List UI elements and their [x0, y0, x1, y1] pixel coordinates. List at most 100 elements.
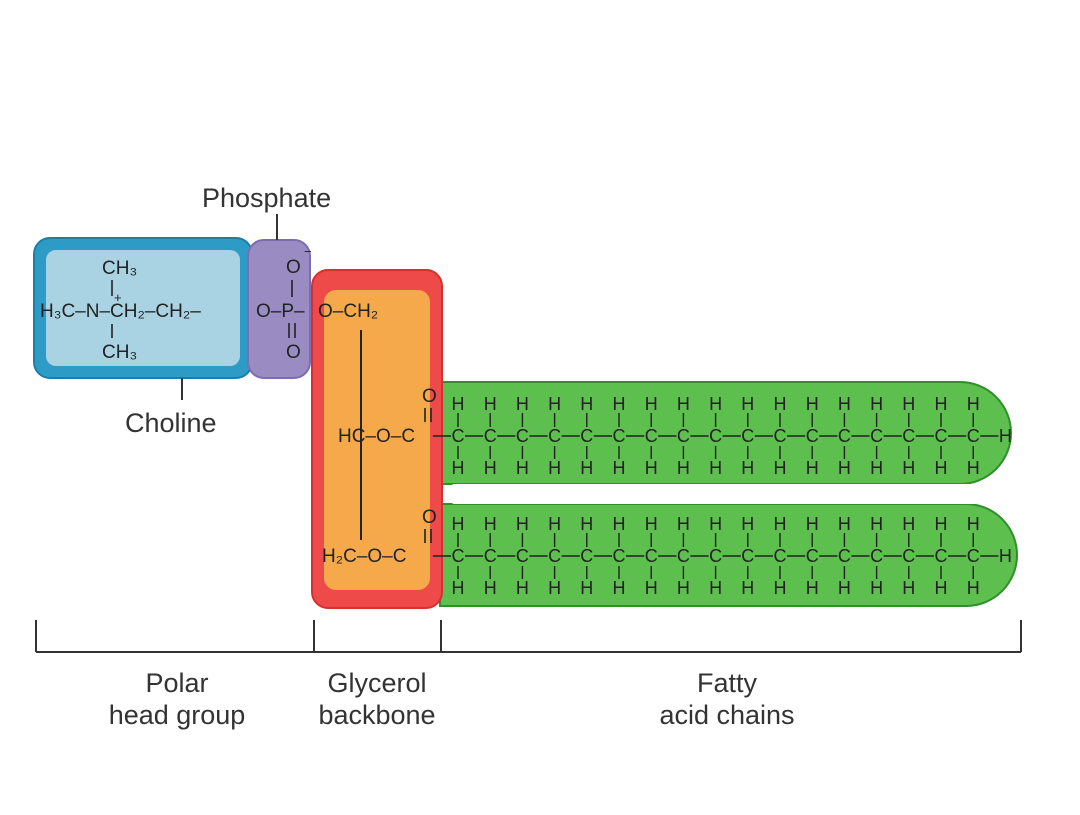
- chain-carbon: C: [452, 546, 465, 566]
- region-glycerol-line1: Glycerol: [327, 668, 426, 698]
- region-fatty-line2: acid chains: [659, 700, 794, 730]
- glycerol-mid-row: HC–O–C: [338, 426, 415, 447]
- choline-inner: [46, 250, 240, 366]
- chain-carbon: C: [548, 546, 561, 566]
- glycerol-top-row: O–CH₂: [318, 301, 378, 322]
- chain-hydrogen: H: [902, 514, 915, 534]
- chain-carbon: C: [677, 546, 690, 566]
- chain-hydrogen: H: [967, 578, 980, 598]
- chain-hydrogen: H: [452, 514, 465, 534]
- chain-hydrogen: H: [548, 578, 561, 598]
- chain-carbon: C: [548, 426, 561, 446]
- chain-hydrogen: H: [838, 458, 851, 478]
- chain-hydrogen: H: [548, 458, 561, 478]
- chain-carbon: C: [677, 426, 690, 446]
- region-polar-line1: Polar: [145, 668, 208, 698]
- chain-hydrogen: H: [516, 578, 529, 598]
- chain-hydrogen: H: [484, 514, 497, 534]
- chain-carbon: C: [935, 546, 948, 566]
- chain-hydrogen: H: [870, 578, 883, 598]
- chain-hydrogen: H: [935, 578, 948, 598]
- chain-carbon: C: [902, 426, 915, 446]
- chain-hydrogen: H: [935, 458, 948, 478]
- chain-hydrogen: H: [613, 458, 626, 478]
- chain-hydrogen: H: [580, 578, 593, 598]
- phosphate-charge: −: [304, 244, 312, 259]
- chain-carbon: C: [484, 546, 497, 566]
- chain-hydrogen: H: [806, 394, 819, 414]
- chain-hydrogen: H: [967, 458, 980, 478]
- region-fatty-line1: Fatty: [697, 668, 758, 698]
- chain-hydrogen: H: [613, 394, 626, 414]
- chain-hydrogen: H: [677, 514, 690, 534]
- chain-hydrogen: H: [452, 458, 465, 478]
- chain-carbon: C: [580, 426, 593, 446]
- ester-o-top: O: [422, 386, 437, 407]
- chain-hydrogen: H: [677, 394, 690, 414]
- chain-carbon: C: [709, 546, 722, 566]
- chain-carbon: C: [741, 546, 754, 566]
- phosphate-top-o: O: [286, 257, 301, 278]
- chain-hydrogen: H: [452, 578, 465, 598]
- choline-top-ch3: CH₃: [102, 258, 137, 279]
- chain-carbon: C: [870, 426, 883, 446]
- choline-main-row: H₃C–N–CH₂–CH₂–: [40, 301, 201, 322]
- glycerol-bottom-row: H₂C–O–C: [322, 546, 406, 567]
- chain-carbon: C: [806, 426, 819, 446]
- chain-hydrogen: H: [548, 514, 561, 534]
- chain-hydrogen: H: [613, 578, 626, 598]
- chain-hydrogen: H: [806, 458, 819, 478]
- chain-carbon: C: [902, 546, 915, 566]
- chain-hydrogen: H: [613, 514, 626, 534]
- chain-hydrogen: H: [677, 578, 690, 598]
- chain-gap: [455, 484, 995, 504]
- chain-hydrogen: H: [806, 578, 819, 598]
- chain-hydrogen: H: [741, 458, 754, 478]
- choline-bottom-ch3: CH₃: [102, 342, 137, 363]
- chain-hydrogen: H: [774, 578, 787, 598]
- region-glycerol-line2: backbone: [318, 700, 435, 730]
- fatty-acid-chain-bottom: [439, 503, 1018, 607]
- chain-carbon: C: [870, 546, 883, 566]
- chain-hydrogen: H: [645, 394, 658, 414]
- chain-hydrogen: H: [645, 458, 658, 478]
- chain-hydrogen: H: [806, 514, 819, 534]
- phosphate-bottom-o: O: [286, 342, 301, 363]
- phosphate-box: [247, 239, 311, 379]
- chain-hydrogen: H: [548, 394, 561, 414]
- chain-hydrogen: H: [709, 514, 722, 534]
- chain-hydrogen: H: [838, 514, 851, 534]
- chain-carbon: C: [452, 426, 465, 446]
- chain-hydrogen: H: [677, 458, 690, 478]
- chain-hydrogen: H: [838, 394, 851, 414]
- chain-hydrogen: H: [774, 458, 787, 478]
- fatty-acid-atoms: CHHCHHCHHCHHCHHCHHCHHCHHCHHCHHCHHCHHCHHC…: [432, 394, 1012, 598]
- chain-hydrogen: H: [967, 514, 980, 534]
- chain-hydrogen: H: [935, 394, 948, 414]
- chain-hydrogen: H: [741, 514, 754, 534]
- phosphate-row: O–P–: [256, 301, 305, 322]
- phosphate-label: Phosphate: [202, 183, 331, 213]
- region-bracket: [35, 620, 1022, 653]
- chain-hydrogen: H: [516, 514, 529, 534]
- chain-terminal-hydrogen: H: [999, 546, 1012, 566]
- chain-hydrogen: H: [709, 458, 722, 478]
- chain-carbon: C: [613, 546, 626, 566]
- chain-hydrogen: H: [870, 514, 883, 534]
- chain-carbon: C: [709, 426, 722, 446]
- chain-hydrogen: H: [580, 394, 593, 414]
- choline-charge: +: [114, 290, 122, 305]
- chain-carbon: C: [838, 426, 851, 446]
- chain-hydrogen: H: [516, 458, 529, 478]
- chain-hydrogen: H: [741, 394, 754, 414]
- chain-hydrogen: H: [645, 578, 658, 598]
- chain-hydrogen: H: [580, 458, 593, 478]
- chain-carbon: C: [967, 426, 980, 446]
- chain-carbon: C: [645, 546, 658, 566]
- chain-carbon: C: [484, 426, 497, 446]
- chain-hydrogen: H: [516, 394, 529, 414]
- chain-hydrogen: H: [838, 578, 851, 598]
- chain-carbon: C: [741, 426, 754, 446]
- choline-label: Choline: [125, 408, 217, 438]
